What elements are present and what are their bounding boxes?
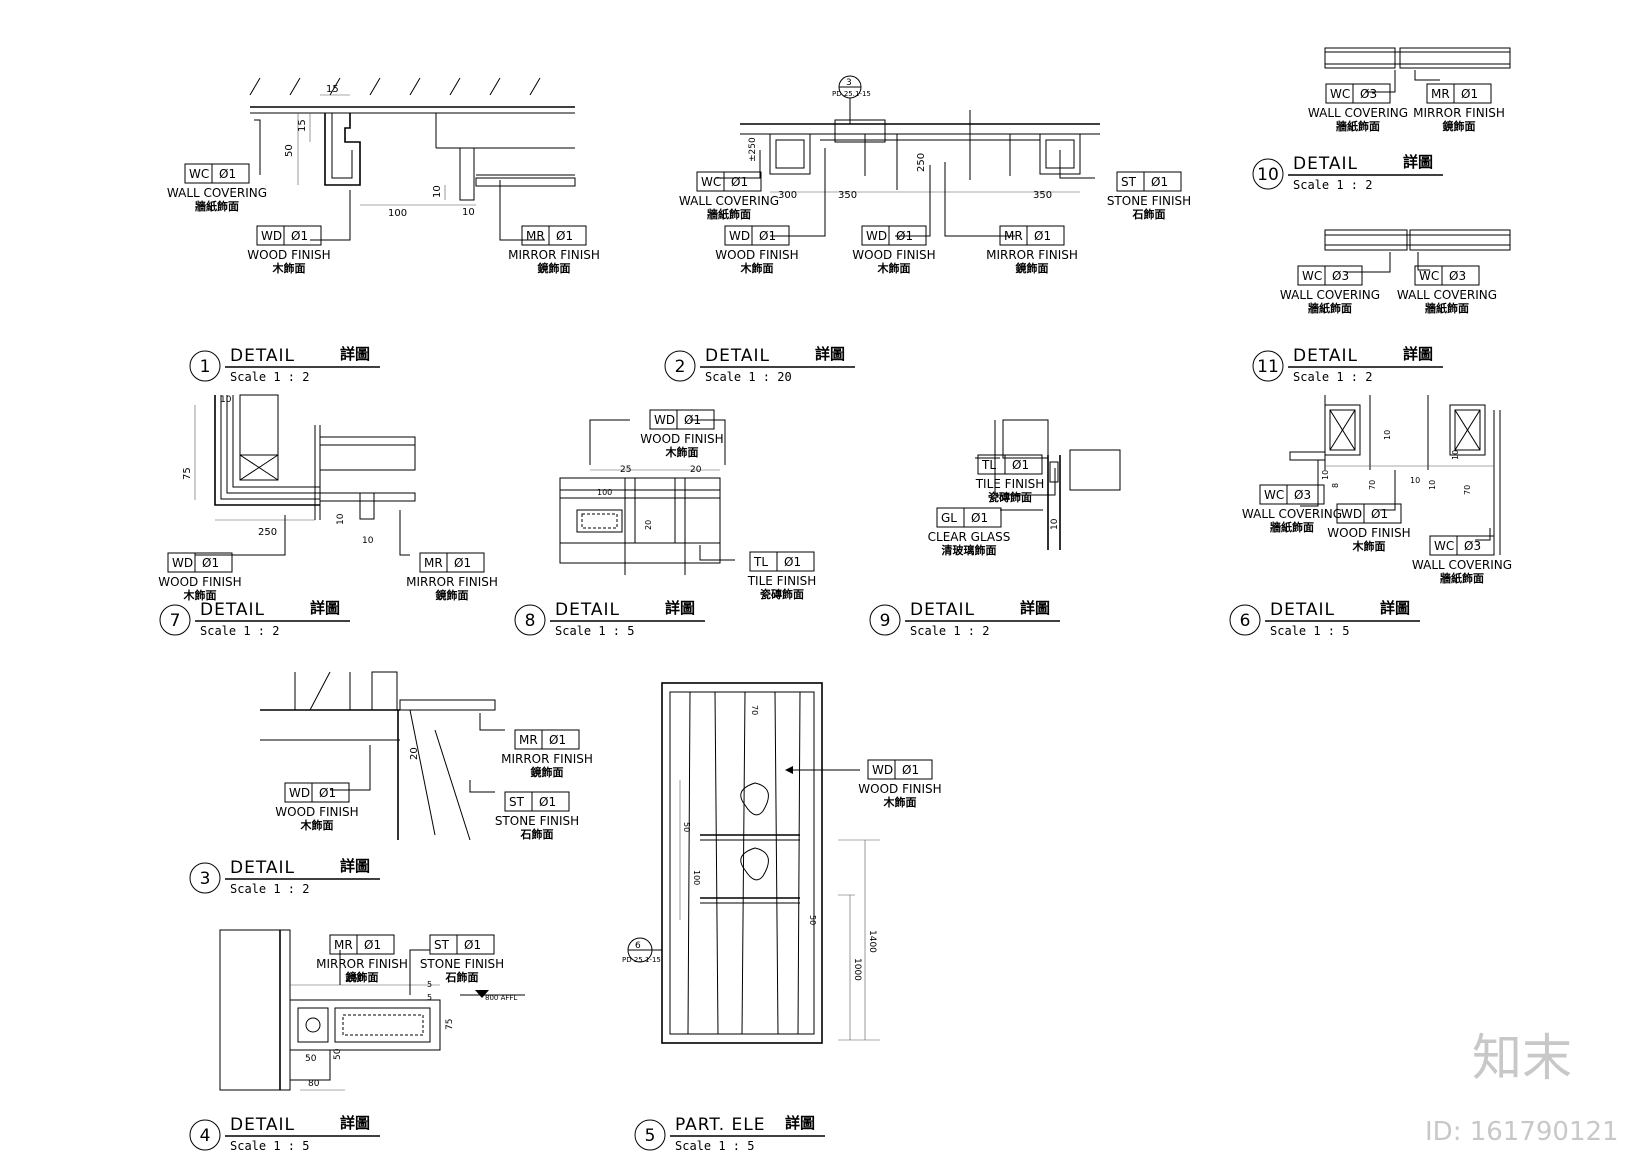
- detail-3-dim-text: 20: [409, 747, 420, 760]
- svg-text:10: 10: [1428, 480, 1437, 490]
- detail-9-dim-text: 10: [1050, 518, 1060, 530]
- svg-text:70: 70: [1463, 485, 1472, 495]
- svg-text:1400: 1400: [867, 930, 877, 953]
- detail-8-drawing: [559, 419, 735, 575]
- svg-text:250: 250: [916, 153, 927, 172]
- svg-text:350: 350: [1033, 190, 1052, 201]
- svg-text:15: 15: [326, 84, 339, 95]
- svg-text:10: 10: [1321, 470, 1330, 480]
- svg-text:5: 5: [427, 993, 432, 1002]
- svg-text:10: 10: [462, 207, 475, 218]
- watermark-logo: 知末: [1472, 1029, 1572, 1087]
- detail-4-dim-text: 250 5 5 75 50 50 80 800 AFFL: [305, 973, 517, 1089]
- svg-text:10: 10: [220, 395, 232, 405]
- detail-2-text: 3 PD 25.1-15 ±250 300 350 250 350: [748, 78, 1052, 201]
- detail-7-drawing: [194, 394, 416, 556]
- detail-3-drawing: [260, 671, 505, 841]
- svg-text:50: 50: [808, 915, 817, 925]
- detail-7-dim-text: 10 75 250 10 10: [182, 395, 374, 546]
- detail-1-dim-text: 15 15 50 100 10 10: [284, 84, 475, 219]
- svg-text:10: 10: [432, 185, 443, 198]
- svg-text:15: 15: [297, 119, 308, 132]
- svg-text:10: 10: [1383, 430, 1392, 440]
- svg-text:10: 10: [336, 513, 346, 525]
- svg-text:100: 100: [692, 870, 701, 885]
- svg-text:75: 75: [182, 467, 193, 480]
- svg-text:10: 10: [362, 536, 374, 546]
- svg-text:PD 25.1-15: PD 25.1-15: [832, 90, 871, 98]
- detail-4-drawing: [219, 929, 525, 1091]
- detail-8-dim-text: 25 20 100 20: [597, 465, 702, 530]
- detail-5-dim-text: 70 100 50 50 1400 1000 6 PD 25.1-15: [622, 705, 877, 981]
- svg-text:350: 350: [838, 190, 857, 201]
- svg-text:50: 50: [305, 1054, 317, 1064]
- svg-text:6: 6: [635, 941, 641, 951]
- svg-text:75: 75: [445, 1019, 455, 1030]
- detail-1-drawing: [249, 77, 576, 241]
- svg-text:300: 300: [778, 190, 797, 201]
- svg-text:10: 10: [1050, 518, 1060, 530]
- svg-text:100: 100: [388, 208, 407, 219]
- svg-text:800 AFFL: 800 AFFL: [485, 994, 517, 1002]
- detail-11-drawing: [1324, 229, 1511, 273]
- svg-text:50: 50: [284, 144, 295, 157]
- svg-text:8: 8: [1331, 483, 1340, 488]
- watermark-id: ID: 161790121: [1425, 1117, 1619, 1147]
- svg-text:250: 250: [345, 973, 364, 984]
- svg-text:50: 50: [333, 1048, 343, 1060]
- svg-text:3: 3: [846, 78, 852, 88]
- svg-text:25: 25: [620, 465, 631, 475]
- detail-2-drawing: [715, 75, 1100, 237]
- detail-6-dim-text: 10 8 10 70 10 10 70 10: [1321, 430, 1472, 495]
- detail-10-drawing: [1324, 47, 1511, 93]
- svg-text:10: 10: [1410, 476, 1420, 485]
- svg-text:50: 50: [682, 822, 691, 832]
- svg-text:70: 70: [750, 705, 759, 715]
- svg-text:70: 70: [1368, 480, 1377, 490]
- svg-text:PD 25.1-15: PD 25.1-15: [622, 956, 661, 964]
- detail-9-drawing: [975, 419, 1121, 550]
- svg-text:250: 250: [258, 527, 277, 538]
- detail-5-drawing: [627, 682, 880, 1044]
- svg-text:100: 100: [597, 488, 612, 497]
- svg-text:80: 80: [308, 1079, 320, 1089]
- svg-text:±250: ±250: [748, 137, 758, 162]
- svg-text:10: 10: [1451, 450, 1460, 460]
- svg-text:20: 20: [690, 465, 702, 475]
- svg-text:1000: 1000: [852, 958, 862, 981]
- svg-text:5: 5: [427, 980, 432, 989]
- svg-text:20: 20: [409, 747, 420, 760]
- svg-text:20: 20: [644, 520, 653, 530]
